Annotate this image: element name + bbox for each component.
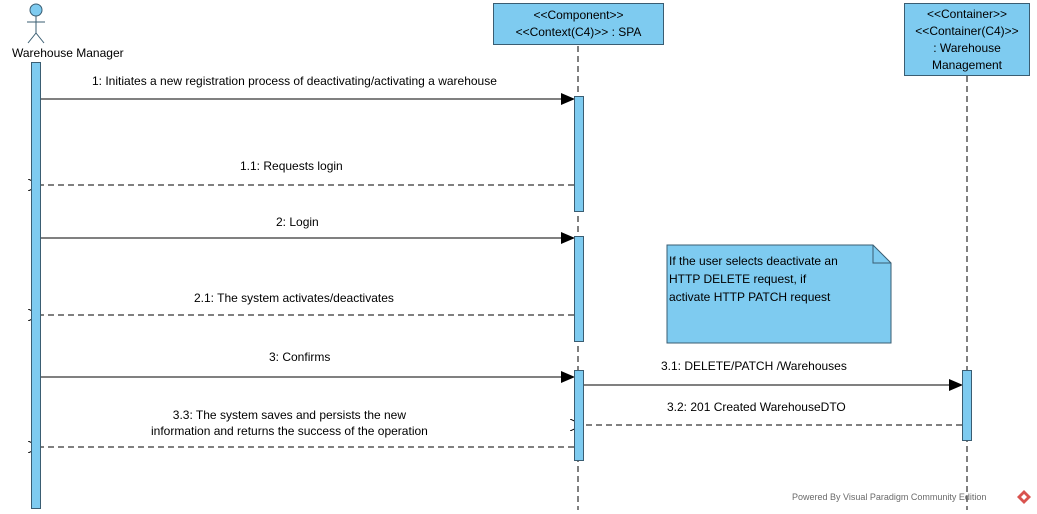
message-3-label: 3: Confirms [269,350,331,364]
warehouse-management-name: <<Container(C4)>> [915,24,1019,38]
actor-label: Warehouse Manager [12,46,124,60]
actor-figure-icon [27,3,45,44]
note-line-1: If the user selects deactivate an [669,254,838,268]
message-1-label: 1: Initiates a new registration process … [92,74,497,88]
spa-activation-bar-1 [574,96,584,212]
warehouse-management-name-line3: Management [931,58,1003,72]
spa-activation-bar-2 [574,236,584,342]
message-3-3-label-line1: 3.3: The system saves and persists the n… [172,408,407,422]
message-2-1-label: 2.1: The system activates/deactivates [194,291,394,305]
message-1-1-label: 1.1: Requests login [240,159,343,173]
message-3-3-label-line2: information and returns the success of t… [151,424,428,438]
message-2-label: 2: Login [276,215,319,229]
actor-activation-bar [31,62,41,509]
note-line-2: HTTP DELETE request, if [669,272,807,286]
message-3-3-label: 3.3: The system saves and persists the n… [151,407,428,439]
note-shape [666,244,892,344]
warehouse-management-stereotype: <<Container>> [926,7,1008,21]
warehouse-management-activation-bar [962,370,972,441]
spa-name: <<Context(C4)>> : SPA [515,25,642,39]
note-text: If the user selects deactivate an HTTP D… [669,252,838,306]
note-line-3: activate HTTP PATCH request [669,290,831,304]
visual-paradigm-logo-icon [1017,490,1031,504]
message-3-1-label: 3.1: DELETE/PATCH /Warehouses [661,359,847,373]
watermark-text: Powered By Visual Paradigm Community Edi… [792,492,987,502]
warehouse-management-name-line2: : Warehouse [933,41,1001,55]
warehouse-management-lifeline-header[interactable]: <<Container>> <<Container(C4)>> : Wareho… [904,3,1030,76]
message-3-2-label: 3.2: 201 Created WarehouseDTO [667,400,846,414]
spa-lifeline-header[interactable]: <<Component>> <<Context(C4)>> : SPA [493,3,664,45]
spa-stereotype: <<Component>> [533,8,624,22]
spa-activation-bar-3 [574,370,584,461]
